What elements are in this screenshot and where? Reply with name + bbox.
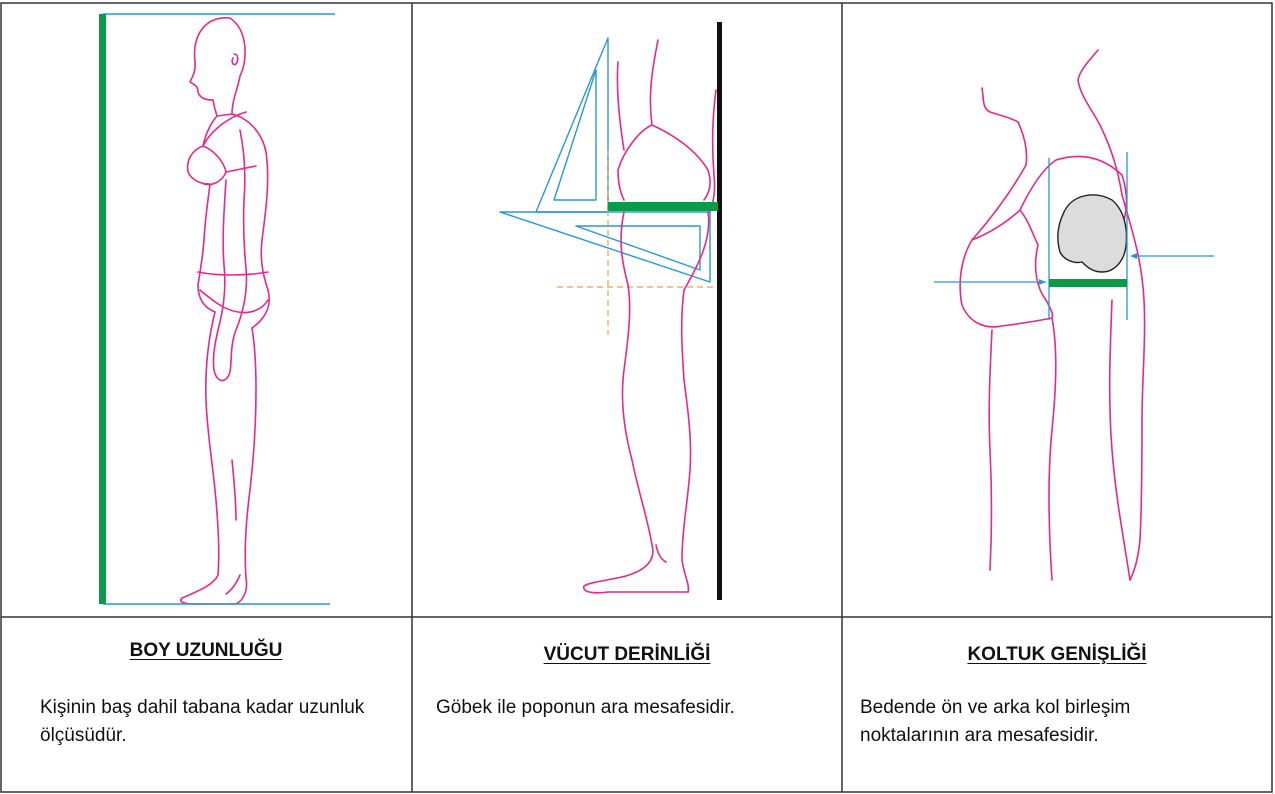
figure-legs [181,312,256,604]
figure-arm [213,130,246,380]
figure-leg-back [682,212,709,592]
armhole-width-illustration [842,0,1272,617]
body-depth-description: Göbek ile poponun ara mesafesidir. [436,694,836,722]
figure-front [188,116,217,312]
height-measurement-illustration [0,0,412,617]
figure-head [190,18,245,116]
armhole-width-measurement-bar [1049,279,1127,287]
armhole-shape [1058,195,1127,272]
body-depth-illustration [412,0,842,617]
figure-torso-front [617,40,658,150]
figure-arm-front [989,330,992,570]
armhole-width-title: KOLTUK GENİŞLİĞİ [842,644,1272,666]
figure-briefs [198,272,268,313]
armhole-width-description: Bedende ön ve arka kol birleşim noktalar… [860,694,1220,750]
height-title: BOY UZUNLUĞU [0,640,412,662]
wall-line [717,22,722,600]
figure-back [232,114,269,328]
figure-shoulder [960,122,1052,327]
figure-neck-front [982,88,1018,122]
figure-ear [232,54,238,65]
body-depth-title: VÜCUT DERİNLİĞİ [412,644,842,666]
triangle-ruler-vertical [536,38,608,212]
height-description: Kişinin baş dahil tabana kadar uzunluk ö… [40,694,380,750]
figure-back-line [1122,195,1145,580]
figure-bra [618,125,710,200]
body-depth-measurement-bar [608,202,718,211]
triangle-ruler-horizontal [500,212,710,282]
figure-neck-back [1078,50,1122,195]
figure-back [710,90,716,212]
height-measurement-bar [99,14,106,604]
figure-arm-back [1049,318,1056,580]
